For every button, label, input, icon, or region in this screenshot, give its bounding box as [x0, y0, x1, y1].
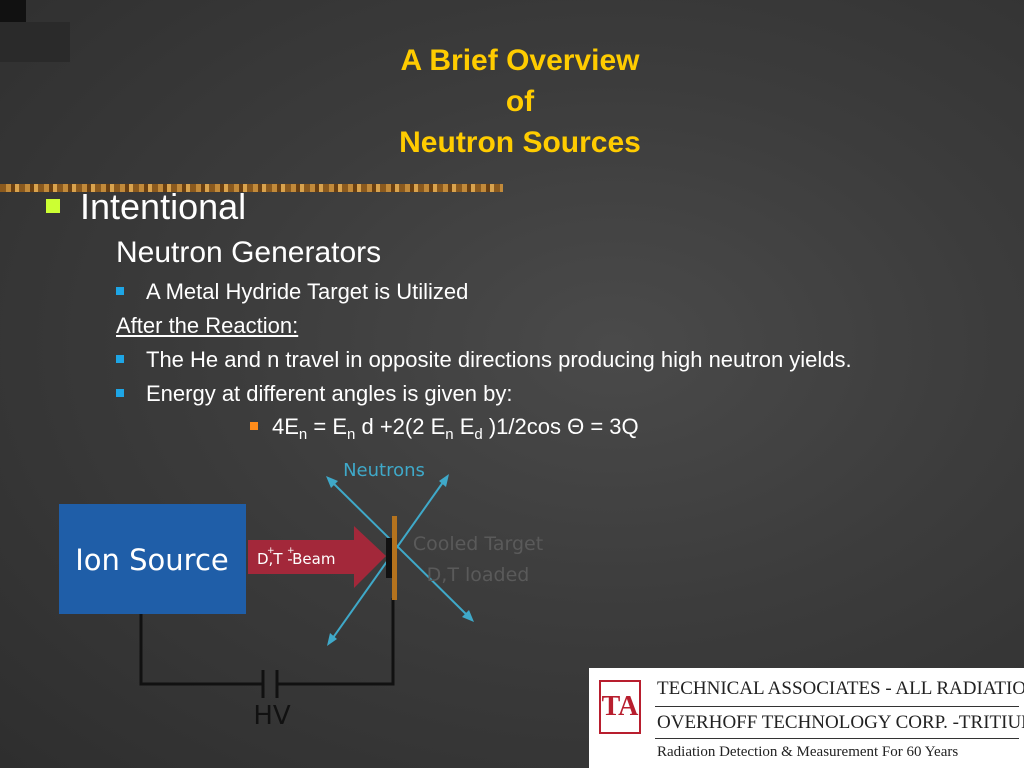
corner-mark	[0, 0, 26, 22]
bullet-text: Intentional	[80, 186, 247, 227]
square-bullet-icon	[116, 287, 124, 295]
cooled-target	[392, 516, 397, 600]
ion-source-box	[59, 504, 246, 614]
corner-shade	[0, 22, 70, 62]
square-bullet-icon	[250, 422, 258, 430]
subheading-neutron-generators: Neutron Generators	[116, 236, 382, 269]
slide-title: A Brief Overview of Neutron Sources	[280, 40, 760, 163]
equation-subscript: d	[474, 426, 483, 443]
neutron-arrowhead-2	[462, 610, 474, 622]
target-label-line-1: Cooled Target	[413, 533, 543, 555]
logo-line-1: TECHNICAL ASSOCIATES - ALL RADIATION	[657, 678, 1024, 699]
ta-logo-icon: TA	[599, 680, 641, 734]
neutron-arrowhead-3	[439, 474, 449, 487]
beam-arrow	[248, 526, 386, 588]
square-bullet-icon	[116, 355, 124, 363]
after-reaction-label: After the Reaction:	[116, 313, 299, 338]
target-label-line-2: D,T loaded	[427, 564, 530, 586]
equation-subscript: n	[298, 426, 308, 443]
beam-superscript-d: +	[267, 546, 275, 556]
logo-line-2: OVERHOFF TECHNOLOGY CORP. -TRITIUM	[657, 712, 1024, 733]
circuit-wire-right	[278, 598, 395, 686]
title-line-2: of	[505, 85, 535, 118]
beam-superscript-t: +	[287, 546, 295, 556]
bullet-metal-hydride: A Metal Hydride Target is Utilized	[116, 279, 468, 305]
neutron-arrowhead-1	[326, 476, 338, 488]
equation-part: 4E	[272, 414, 299, 439]
equation-subscript: n	[347, 426, 356, 443]
decorative-divider	[0, 184, 503, 192]
logo-divider-1	[655, 706, 1019, 707]
neutrons-label: Neutrons	[343, 460, 425, 481]
bullet-intentional: Intentional	[46, 186, 246, 228]
equation-line: 4En = En d +2(2 En Ed )1/2cos Θ = 3Q	[250, 414, 639, 443]
bullet-text: A Metal Hydride Target is Utilized	[146, 279, 469, 304]
equation-subscript: n	[445, 426, 454, 443]
hv-label: HV	[253, 701, 291, 731]
bullet-energy-angles: Energy at different angles is given by:	[116, 381, 512, 407]
ion-source-label: Ion Source	[75, 543, 229, 577]
circuit-wire-left	[139, 612, 262, 686]
title-line-1: A Brief Overview	[400, 44, 640, 77]
bullet-text: Energy at different angles is given by:	[146, 381, 513, 406]
beam-label: D,T -Beam	[257, 550, 335, 568]
equation-part: E	[453, 414, 475, 439]
target-holder	[386, 538, 392, 578]
title-line-3: Neutron Sources	[399, 126, 641, 159]
neutron-arrowhead-4	[327, 633, 337, 646]
neutron-line-1	[329, 479, 471, 619]
bullet-text: The He and n travel in opposite directio…	[146, 347, 852, 372]
bullet-opposite-directions: The He and n travel in opposite directio…	[116, 347, 852, 373]
equation-part: = E	[307, 414, 348, 439]
company-logo-banner: TA TECHNICAL ASSOCIATES - ALL RADIATION …	[589, 668, 1024, 768]
square-bullet-icon	[46, 199, 60, 213]
logo-divider-2	[655, 738, 1019, 739]
equation-part: d +2(2 E	[355, 414, 446, 439]
logo-line-3: Radiation Detection & Measurement For 60…	[657, 744, 959, 760]
square-bullet-icon	[116, 389, 124, 397]
equation-part: )1/2cos Θ = 3Q	[482, 414, 639, 439]
